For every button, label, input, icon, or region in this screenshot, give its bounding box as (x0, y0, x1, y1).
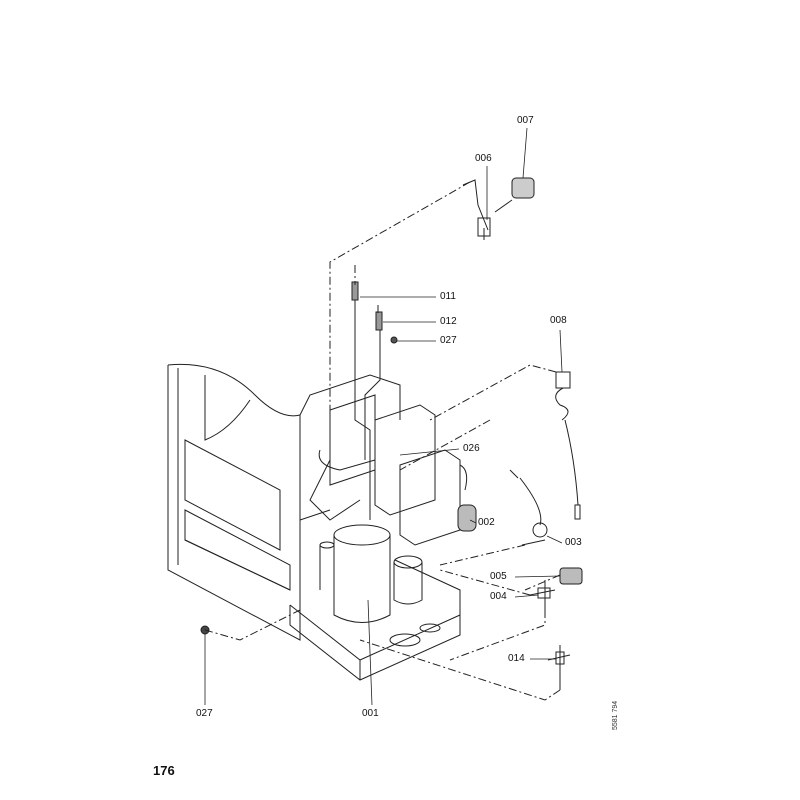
part-004-valve (529, 580, 556, 610)
callout-005: 005 (490, 571, 507, 582)
drawing-code: 5581 794 (612, 700, 619, 730)
compressor (319, 524, 423, 623)
part-008-expansion-valve (555, 371, 581, 520)
part-006-valve (462, 179, 491, 240)
part-027a (390, 336, 398, 344)
part-002-filter-drier (457, 504, 477, 532)
callout-014: 014 (508, 653, 525, 664)
control-box (309, 394, 461, 546)
assembly-lines (204, 181, 561, 701)
callout-012: 012 (440, 316, 457, 327)
part-003-sight-glass (509, 469, 548, 546)
page-number: 176 (153, 763, 175, 778)
pipework (299, 300, 468, 521)
callout-027: 027 (440, 335, 457, 346)
part-005-coil (559, 567, 583, 585)
callout-026: 026 (463, 443, 480, 454)
callout-001: 001 (362, 708, 379, 719)
callout-008: 008 (550, 315, 567, 326)
callout-004: 004 (490, 591, 507, 602)
part-012 (375, 311, 383, 331)
callout-027-base: 027 (196, 708, 213, 719)
leader-lines (204, 127, 563, 706)
callout-007: 007 (517, 115, 534, 126)
callout-002: 002 (478, 517, 495, 528)
base-frame (289, 559, 461, 681)
callout-006: 006 (475, 153, 492, 164)
part-014 (547, 645, 571, 690)
part-007-coil (494, 177, 535, 213)
callout-011: 011 (440, 291, 456, 302)
callout-003: 003 (565, 537, 582, 548)
